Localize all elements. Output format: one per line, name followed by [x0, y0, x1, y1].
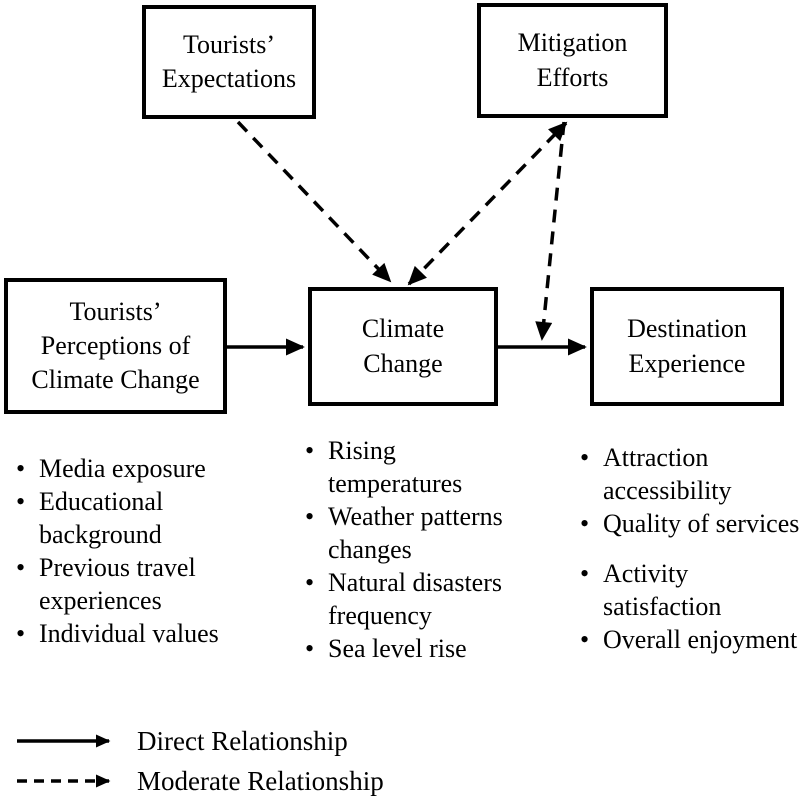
- tourists-perceptions-box: Tourists’ Perceptions of Climate Change: [4, 278, 227, 414]
- bullet-icon: •: [305, 634, 315, 663]
- box-label-line: Change: [363, 348, 443, 378]
- climate-change-box: Climate Change: [308, 287, 498, 406]
- bullet-icon: •: [305, 568, 315, 597]
- list-item: • Attraction accessibility: [580, 441, 800, 507]
- list-item: • Weather patterns changes: [305, 500, 523, 566]
- bullet-icon: •: [580, 443, 590, 472]
- legend-moderate-label: Moderate Relationship: [137, 766, 384, 796]
- list-item: • Quality of services: [580, 507, 800, 540]
- arrow-climate-mitigation-bidirectional: [407, 121, 568, 286]
- list-item-label: Educational background: [39, 487, 164, 549]
- box-label-line: Climate Change: [31, 365, 200, 395]
- list-item: • Rising temperatures: [305, 434, 523, 500]
- perceptions-factors-list: • Media exposure • Educational backgroun…: [16, 452, 266, 650]
- list-item-label: Rising temperatures: [328, 436, 463, 498]
- list-item-label: Individual values: [39, 619, 219, 648]
- bullet-icon: •: [580, 559, 590, 588]
- list-item: • Natural disasters frequency: [305, 566, 523, 632]
- list-item-label: Sea level rise: [328, 634, 467, 663]
- list-item: • Previous travel experiences: [16, 551, 266, 617]
- climate-indicators-list: • Rising temperatures • Weather patterns…: [305, 434, 523, 665]
- list-item-label: Weather patterns changes: [328, 502, 503, 564]
- box-label-line: Efforts: [536, 62, 609, 92]
- bullet-icon: •: [580, 509, 590, 538]
- list-item-label: Media exposure: [39, 454, 206, 483]
- bullet-icon: •: [16, 487, 26, 516]
- list-item: • Sea level rise: [305, 632, 523, 665]
- list-item-label: Natural disasters frequency: [328, 568, 503, 630]
- box-label-line: Tourists’: [69, 296, 162, 326]
- list-item: • Overall enjoyment: [580, 623, 800, 656]
- list-item-label: Previous travel experiences: [39, 553, 196, 615]
- bullet-icon: •: [16, 454, 26, 483]
- bullet-icon: •: [580, 625, 590, 654]
- list-item: • Activity satisfaction: [580, 557, 800, 623]
- arrow-expectations-to-climate: [236, 120, 392, 283]
- bullet-icon: •: [305, 502, 315, 531]
- list-item: • Educational background: [16, 485, 266, 551]
- mitigation-efforts-box: Mitigation Efforts: [477, 3, 668, 118]
- box-label-line: Climate: [361, 314, 445, 344]
- list-item-label: Activity satisfaction: [603, 559, 722, 621]
- list-item-label: Attraction accessibility: [603, 443, 732, 505]
- list-item-label: Overall enjoyment: [603, 625, 798, 654]
- bullet-icon: •: [16, 553, 26, 582]
- box-label-line: Experience: [628, 348, 746, 378]
- list-item: • Media exposure: [16, 452, 266, 485]
- bullet-icon: •: [16, 619, 26, 648]
- experience-factors-list: • Attraction accessibility • Quality of …: [580, 441, 800, 656]
- box-label-line: Tourists’: [182, 29, 276, 59]
- list-item: • Individual values: [16, 617, 266, 650]
- arrow-mitigation-to-link: [535, 121, 566, 341]
- box-label-line: Perceptions of: [40, 330, 191, 360]
- tourists-expectations-box: Tourists’ Expectations: [142, 5, 316, 119]
- box-label-line: Destination: [627, 314, 747, 344]
- box-label-line: Mitigation: [517, 28, 628, 58]
- bullet-icon: •: [305, 436, 315, 465]
- box-label-line: Expectations: [161, 64, 297, 93]
- destination-experience-box: Destination Experience: [590, 287, 784, 406]
- list-item-label: Quality of services: [603, 509, 800, 538]
- legend-direct-label: Direct Relationship: [137, 726, 348, 756]
